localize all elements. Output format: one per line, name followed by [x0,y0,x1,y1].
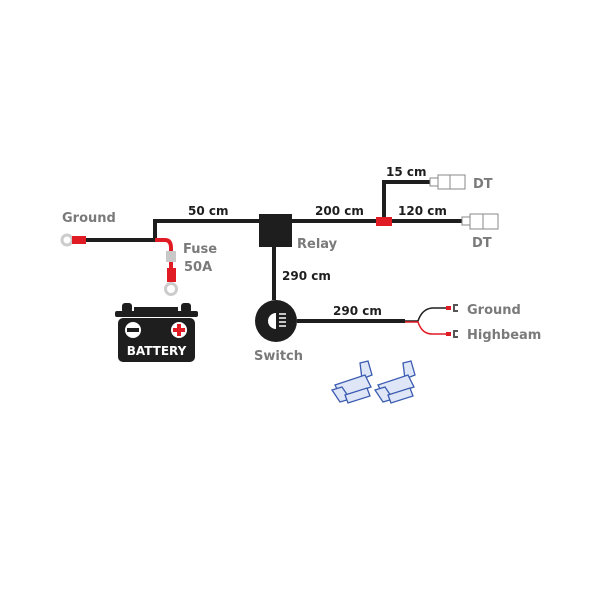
dt-label-top: DT [473,177,493,192]
battery-ring-terminal [164,282,178,296]
battery-label: BATTERY [127,344,187,358]
tap-connector-icon [373,360,416,404]
splitter [376,217,392,226]
main-wire-50cm [86,219,260,242]
highbeam-spade-terminal [453,330,458,338]
length-label-200cm: 200 cm [315,204,364,218]
fuse [166,251,176,262]
wire-to-dt-branch [382,180,432,221]
ground-label-left: Ground [62,211,116,226]
dt-label-bottom: DT [472,236,492,251]
battery-icon: BATTERY [115,303,198,362]
fuse-rating-label: 50A [184,260,212,275]
relay-label: Relay [297,237,338,252]
relay [259,214,292,247]
highbeam-label: Highbeam [467,328,541,343]
ground-label-right: Ground [467,303,521,318]
highbeam-lead [405,321,450,335]
fuse-red-wire [155,238,173,252]
length-label-15cm: 15 cm [386,165,427,179]
dt-connector-bottom [461,213,499,230]
ground-lead [405,307,450,322]
highbeam-spade-sleeve [446,332,451,336]
ground-connector [72,236,86,244]
battery-connector [167,268,176,282]
switch-icon [255,300,297,342]
ground-spade-terminal [453,304,458,312]
length-label-290cm-horizontal: 290 cm [333,304,382,318]
length-label-120cm: 120 cm [398,204,447,218]
length-label-50cm: 50 cm [188,204,229,218]
tap-connector-icon [330,360,373,404]
ground-ring-terminal [60,233,74,247]
fuse-label: Fuse [183,242,217,257]
ground-spade-sleeve [446,306,451,310]
dt-connector-top [429,174,466,190]
switch-label: Switch [254,349,303,364]
length-label-290cm-vertical: 290 cm [282,269,331,283]
